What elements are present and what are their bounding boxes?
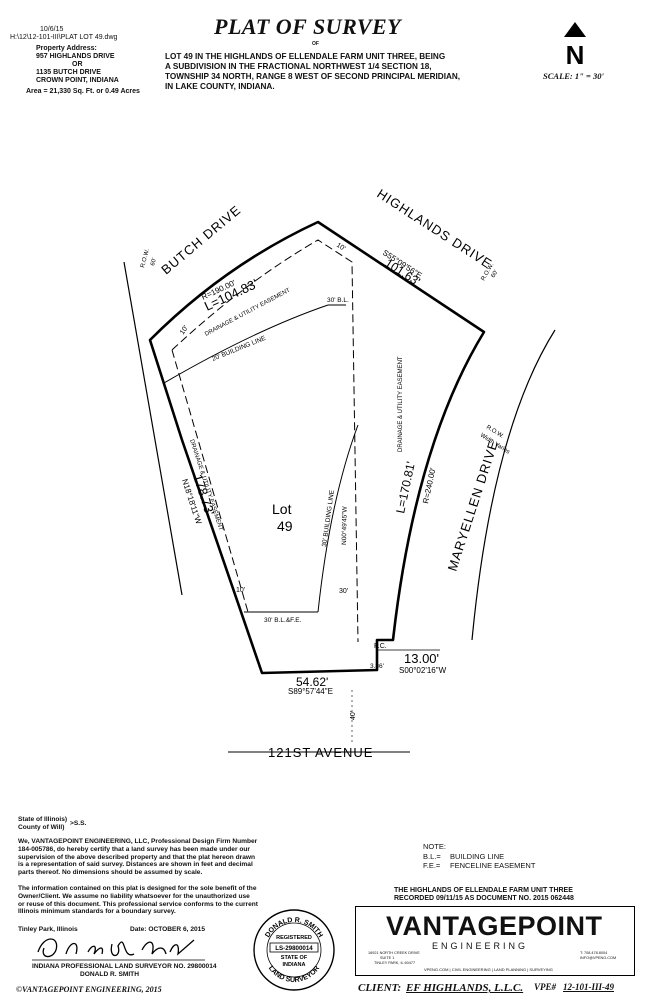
note-fe-meaning: FENCELINE EASEMENT xyxy=(450,861,536,870)
north-letter: N xyxy=(566,40,585,70)
subdivision-name: THE HIGHLANDS OF ELLENDALE FARM UNIT THR… xyxy=(394,887,573,894)
property-address-1: 957 HIGHLANDS DRIVE xyxy=(36,53,115,60)
cert-line-1: We, VANTAGEPOINT ENGINEERING, LLC, Profe… xyxy=(18,838,258,845)
plat-date: 10/6/15 xyxy=(40,26,64,33)
property-address-or: OR xyxy=(72,61,83,68)
vpe-number: 12-101-III-49 xyxy=(563,982,614,992)
seal-indiana: INDIANA xyxy=(283,962,306,968)
north-arrow-icon: N xyxy=(564,22,586,70)
property-address-label: Property Address: xyxy=(36,45,97,52)
company-email: INFO@VPENG.COM xyxy=(580,956,617,960)
disclaimer-line-4: Illinois minimum standards for a boundar… xyxy=(18,908,176,916)
legal-line-3: TOWNSHIP 34 NORTH, RANGE 8 WEST OF SECON… xyxy=(165,72,461,81)
cert-line-5: parts thereof. No dimensions should be a… xyxy=(18,869,203,877)
lot-number: 49 xyxy=(277,518,293,534)
file-path: H:\12\12-101-III\PLAT LOT 49.dwg xyxy=(10,34,118,41)
recorded-doc: RECORDED 09/11/15 AS DOCUMENT NO. 2015 0… xyxy=(394,895,574,902)
ten-ft-sw: 10' xyxy=(236,587,245,594)
curve-length-e: L=170.81' xyxy=(393,460,418,514)
company-address-3: TINLEY PARK, IL 60477 xyxy=(374,961,416,965)
distance-se: 13.00' xyxy=(404,651,439,666)
bl-20: 20' BUILDING LINE xyxy=(211,335,267,363)
client-name: EF HIGHLANDS, L.L.C. xyxy=(406,982,524,994)
client-label: CLIENT: xyxy=(358,982,402,994)
page-title: PLAT OF SURVEY xyxy=(214,14,402,39)
state-line-2: County of Will) xyxy=(18,824,65,831)
legal-line-2: A SUBDIVISION IN THE FRACTIONAL NORTHWES… xyxy=(165,62,432,71)
bl-30-east: 30' BUILDING LINE xyxy=(321,489,336,547)
sign-date: Date: OCTOBER 6, 2015 xyxy=(130,926,206,933)
property-address-city: CROWN POINT, INDIANA xyxy=(36,77,119,84)
note-bl-abbr: B.L.= xyxy=(423,852,441,861)
seal-registered: REGISTERED xyxy=(276,935,312,941)
note-heading: NOTE: xyxy=(423,842,446,851)
disclaimer-paragraph: The information contained on this plat i… xyxy=(18,885,258,916)
certification-paragraph: We, VANTAGEPOINT ENGINEERING, LLC, Profe… xyxy=(18,838,257,877)
row-40: 40' xyxy=(350,711,357,720)
building-line-20 xyxy=(163,304,329,384)
seal-state: STATE OF xyxy=(281,955,308,961)
east-30: 30' xyxy=(339,588,348,595)
easement-e: DRAINAGE & UTILITY EASEMENT xyxy=(398,356,404,452)
lot-label: Lot xyxy=(272,501,292,517)
avenue-label: 121ST AVENUE xyxy=(268,745,373,760)
lot-area: Area = 21,330 Sq. Ft. or 0.49 Acres xyxy=(26,88,140,95)
building-line-30 xyxy=(317,424,359,613)
dim-3-86: 3.86' xyxy=(370,663,384,670)
legal-description: LOT 49 IN THE HIGHLANDS OF ELLENDALE FAR… xyxy=(165,52,460,92)
maryellen-row-line xyxy=(471,329,556,641)
company-phone: T: 708.478.8004 xyxy=(580,951,608,955)
maryellen-drive-label: MARYELLEN DRIVE xyxy=(445,438,502,573)
signature xyxy=(32,938,205,961)
butch-drive-label: BUTCH DRIVE xyxy=(158,202,244,277)
butch-row-width: 60' xyxy=(150,257,158,266)
vpe-label: VPE# xyxy=(534,982,557,992)
cert-line-4: is a representation of said survey. Dist… xyxy=(18,861,253,869)
surveyor-name: DONALD R. SMITH xyxy=(80,971,139,978)
property-address-2: 1135 BUTCH DRIVE xyxy=(36,69,101,76)
highlands-row-width: 60' xyxy=(491,269,500,279)
note-fe-abbr: F.E.= xyxy=(423,861,441,870)
company-address-1: 16921 NORTH CREEK DRIVE xyxy=(368,951,420,955)
ten-ft-top: 10' xyxy=(335,242,346,253)
company-logo: VANTAGEPOINT xyxy=(386,911,603,941)
company-address-2: SUITE 1 xyxy=(380,956,395,960)
cert-line-2: 184-005786, do hereby certify that a lan… xyxy=(18,845,250,853)
company-services: VPENG.COM | CIVIL ENGINEERING | LAND PLA… xyxy=(424,967,553,972)
sign-place: Tinley Park, Illinois xyxy=(18,926,78,933)
surveyor-seal: DONALD R. SMITH LAND SURVEYOR REGISTERED… xyxy=(253,909,335,991)
lot-boundary xyxy=(148,220,486,675)
cert-line-3: supervision of the above described prope… xyxy=(18,853,256,861)
seal-number: LS-29800014 xyxy=(275,945,313,952)
distance-s: 54.62' xyxy=(296,675,328,689)
pc-label: P.C. xyxy=(374,643,387,650)
ten-ft-left: 10' xyxy=(179,325,190,336)
surveyor-title: INDIANA PROFESSIONAL LAND SURVEYOR NO. 2… xyxy=(32,963,217,970)
note-bl-meaning: BUILDING LINE xyxy=(450,852,505,861)
company-logo-sub: ENGINEERING xyxy=(432,941,529,951)
easement-dashed-line xyxy=(171,239,359,643)
bearing-se: S00°02'16"W xyxy=(399,666,447,675)
disclaimer-line-3: or reuse of this document. This professi… xyxy=(18,900,258,908)
butch-row-line xyxy=(123,261,183,596)
state-line-1: State of Illinois) xyxy=(18,816,68,823)
legal-line-1: LOT 49 IN THE HIGHLANDS OF ELLENDALE FAR… xyxy=(165,52,446,61)
title-of: OF xyxy=(312,41,319,47)
state-ss: >S.S. xyxy=(70,820,87,827)
title-block-box: VANTAGEPOINT ENGINEERING 16921 NORTH CRE… xyxy=(355,906,635,976)
scale-label: SCALE: 1" = 30' xyxy=(543,71,604,81)
copyright: ©VANTAGEPOINT ENGINEERING, 2015 xyxy=(16,985,162,994)
disclaimer-line-2: Owner/Client. We assume no liability wha… xyxy=(18,892,250,900)
bl-fe: 30' B.L.&F.E. xyxy=(264,617,302,624)
butch-row-label: R.O.W. xyxy=(140,248,151,269)
east-dim: N00°49'45"W xyxy=(340,505,349,545)
bl-30-top: 30' B.L. xyxy=(327,297,349,304)
plat-drawing: BUTCH DRIVE R.O.W. 60' HIGHLANDS DRIVE R… xyxy=(123,186,556,760)
legal-line-4: IN LAKE COUNTY, INDIANA. xyxy=(165,82,275,91)
bearing-s: S89°57'44"E xyxy=(288,687,333,696)
disclaimer-line-1: The information contained on this plat i… xyxy=(18,885,257,892)
